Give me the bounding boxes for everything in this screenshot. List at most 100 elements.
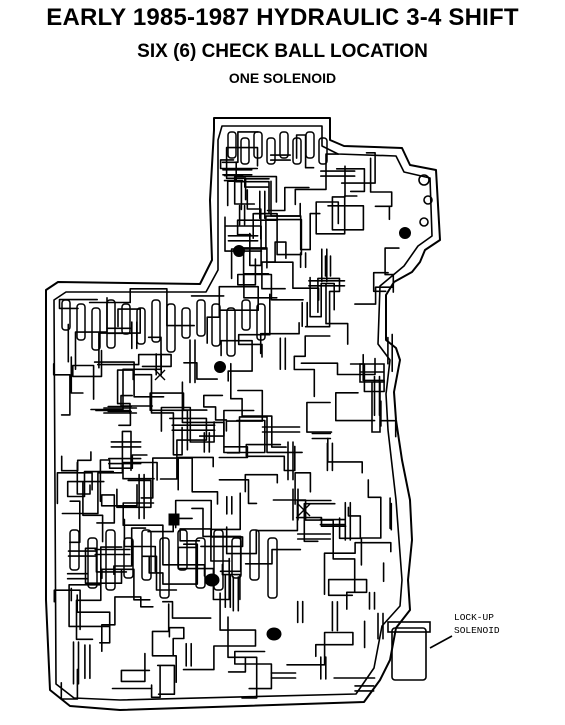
channel-line <box>319 518 346 526</box>
bore-slot <box>231 537 242 579</box>
channel-line <box>67 550 98 557</box>
channel-line <box>113 527 147 575</box>
channel-line <box>293 335 331 398</box>
channel-line <box>227 616 258 699</box>
bore-slot <box>69 529 80 571</box>
channel-line <box>315 195 358 235</box>
bore-slot <box>123 537 134 579</box>
bore-slot <box>249 529 260 581</box>
channel-line <box>99 454 148 503</box>
channel-line <box>320 170 356 177</box>
x-mark <box>297 503 311 517</box>
channel-line <box>84 644 91 680</box>
channel-line <box>52 363 71 416</box>
channel-line <box>338 506 362 540</box>
channel-line <box>116 369 134 415</box>
channel-line <box>246 189 262 240</box>
channel-line <box>69 500 81 544</box>
channel-line <box>323 541 392 595</box>
channel-line <box>244 548 302 565</box>
channel-line <box>103 407 138 414</box>
channel-line <box>384 247 400 293</box>
bore-slot <box>121 303 131 335</box>
channel-line <box>270 180 321 251</box>
channel-line <box>331 601 339 632</box>
bore-slot <box>253 131 263 159</box>
channel-line <box>309 276 335 318</box>
channel-line <box>182 592 257 671</box>
bore-slot <box>227 131 237 159</box>
channel-line <box>259 190 266 220</box>
channel-line <box>95 409 132 427</box>
channel-line <box>360 479 382 566</box>
bolt-hole <box>418 174 430 186</box>
callout-leader <box>429 635 453 649</box>
channel-line <box>72 349 103 400</box>
channel-line <box>185 642 192 667</box>
channel-line <box>377 612 384 640</box>
channel-line <box>242 247 268 285</box>
channel-line <box>108 457 142 465</box>
channel-line <box>327 578 368 610</box>
lockup-solenoid-label-line1: LOCK-UP <box>454 612 494 623</box>
channel-line <box>299 252 307 269</box>
channel-line <box>238 204 246 226</box>
channel-line <box>162 600 212 619</box>
bore-slot <box>76 303 86 341</box>
bore-slot <box>106 299 116 349</box>
channel-line <box>179 528 212 542</box>
channel-line <box>237 258 304 301</box>
channel-line <box>76 594 111 644</box>
channel-line <box>150 665 161 699</box>
channel-line <box>72 641 80 685</box>
channel-line <box>233 175 278 205</box>
check-ball-1 <box>233 245 245 257</box>
channel-line <box>325 283 349 345</box>
bore-slot <box>196 299 206 337</box>
check-ball-3 <box>214 361 226 373</box>
channel-line <box>236 219 279 236</box>
channel-line <box>324 255 332 277</box>
channel-line <box>82 481 104 543</box>
channel-line <box>131 321 138 350</box>
channel-line <box>321 248 328 283</box>
channel-line <box>296 600 304 624</box>
channel-line <box>159 417 208 480</box>
channel-line <box>225 146 259 201</box>
channel-line <box>224 216 263 252</box>
channel-line <box>304 277 341 328</box>
channel-line <box>226 495 233 515</box>
bore-slot <box>226 307 236 357</box>
channel-line <box>369 157 393 208</box>
channel-line <box>303 502 336 543</box>
channel-line <box>133 373 183 456</box>
plunger-rod <box>359 363 385 433</box>
channel-line <box>300 357 376 376</box>
channel-line <box>222 169 253 176</box>
channel-line <box>368 591 376 610</box>
bore-slot <box>105 529 116 591</box>
channel-line <box>210 492 241 562</box>
diagram-subtitle: SIX (6) CHECK BALL LOCATION <box>137 41 428 62</box>
channel-line <box>203 394 228 432</box>
channel-line <box>107 405 132 413</box>
channel-line <box>76 461 91 495</box>
channel-line <box>98 308 141 369</box>
bore-slot <box>267 537 278 599</box>
channel-line <box>168 626 185 657</box>
bore-slot <box>181 307 191 339</box>
bore-slot <box>166 303 176 353</box>
bore-slot <box>141 529 152 581</box>
channel-line <box>122 502 206 577</box>
channel-line <box>101 596 154 652</box>
channel-line <box>151 603 177 683</box>
lockup-solenoid-body <box>391 627 427 681</box>
fluid-channels <box>52 125 433 701</box>
channel-line <box>245 443 296 472</box>
channel-line <box>344 501 352 541</box>
channel-line <box>96 484 138 524</box>
bore-slot <box>61 299 71 331</box>
channel-line <box>218 479 258 505</box>
bore-slot <box>211 303 221 347</box>
channel-line <box>53 589 81 631</box>
